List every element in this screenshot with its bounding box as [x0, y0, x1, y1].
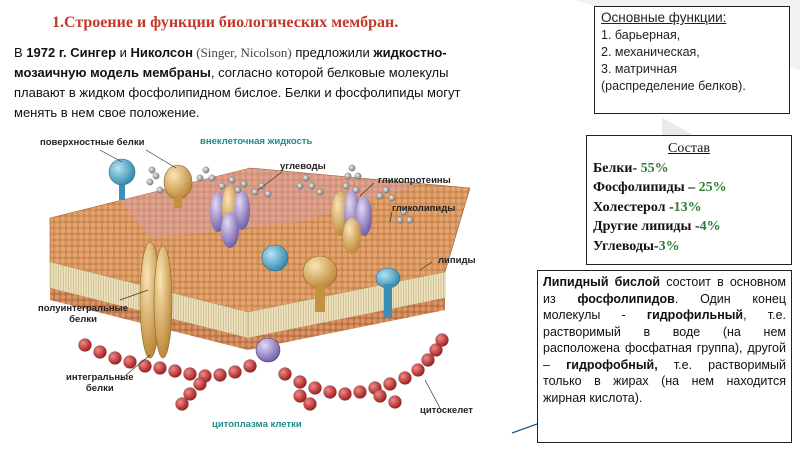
cytoskeleton-bead: [244, 360, 257, 373]
cytoskeleton-bead: [309, 382, 322, 395]
label-line: интегральные: [66, 372, 134, 383]
surface-protein-head: [164, 165, 192, 199]
label-glycoproteins: гликопротеины: [378, 175, 451, 186]
carbohydrate-bead: [153, 173, 159, 179]
carbohydrate-bead: [197, 175, 203, 181]
carbohydrate-bead: [209, 175, 215, 181]
integral-protein: [140, 242, 172, 358]
cytoskeleton-bead: [139, 360, 152, 373]
carbohydrate-bead: [149, 167, 155, 173]
cytoskeleton-bead: [176, 398, 189, 411]
cytoskeleton-bead: [384, 378, 397, 391]
leader-line: [425, 380, 440, 408]
carbohydrate-bead: [397, 217, 403, 223]
carbohydrate-bead: [353, 187, 359, 193]
peripheral-protein-blue: [262, 245, 288, 271]
carbohydrate-bead: [383, 187, 389, 193]
semi-integral-protein-stalk: [315, 284, 325, 312]
carbohydrate-bead: [309, 183, 315, 189]
carbohydrate-bead: [265, 191, 271, 197]
carbohydrate-bead: [229, 177, 235, 183]
cytoskeleton-bead: [194, 378, 207, 391]
label-cytoskeleton: цитоскелет: [420, 405, 473, 416]
cytoskeleton-bead: [169, 365, 182, 378]
carbohydrate-bead: [259, 183, 265, 189]
carbohydrate-bead: [147, 179, 153, 185]
cytoskeleton-bead: [279, 368, 292, 381]
cytoskeleton-bead: [412, 364, 425, 377]
cytoskeleton-bead: [389, 396, 402, 409]
glycoprotein-subunit: [343, 218, 361, 254]
carbohydrate-bead: [377, 193, 383, 199]
label-line: белки: [38, 314, 128, 325]
label-carbohydrates: углеводы: [280, 161, 326, 172]
cytoskeleton-bead: [79, 339, 92, 352]
cytoskeleton-bead: [124, 356, 137, 369]
cytoskeleton-bead: [304, 398, 317, 411]
cytoskeleton-bead: [399, 372, 412, 385]
carbohydrate-bead: [317, 189, 323, 195]
cytoskeleton-bead: [354, 386, 367, 399]
label-semi-integral-proteins: полуинтегральные белки: [38, 303, 128, 325]
carbohydrate-bead: [345, 173, 351, 179]
label-glycolipids: гликолипиды: [392, 203, 455, 214]
cytoskeleton-bead: [436, 334, 449, 347]
label-lipids: липиды: [438, 255, 476, 266]
carbohydrate-bead: [349, 165, 355, 171]
carbohydrate-bead: [203, 167, 209, 173]
carbohydrate-bead: [252, 189, 258, 195]
surface-protein-blue: [109, 159, 135, 200]
glycoprotein-subunit: [221, 212, 239, 248]
cytoskeleton-bead: [214, 369, 227, 382]
label-integral-proteins: интегральные белки: [66, 372, 134, 394]
cytoskeleton-bead: [229, 366, 242, 379]
cytoskeleton-bead: [184, 368, 197, 381]
leader-line: [146, 150, 176, 168]
label-cytoplasm: цитоплазма клетки: [212, 419, 302, 430]
carbohydrate-bead: [241, 181, 247, 187]
surface-protein-stalk: [174, 196, 182, 208]
carbohydrate-bead: [407, 217, 413, 223]
carbohydrate-bead: [303, 175, 309, 181]
semi-integral-protein-stalk: [384, 284, 392, 318]
cytoskeleton-bead: [154, 362, 167, 375]
label-line: белки: [66, 383, 134, 394]
label-line: полуинтегральные: [38, 303, 128, 314]
surface-protein-head: [109, 159, 135, 185]
label-extracellular-fluid: внеклеточная жидкость: [200, 136, 312, 147]
semi-integral-protein-head: [303, 256, 337, 288]
cytoskeleton-bead: [339, 388, 352, 401]
cytoskeleton-bead: [374, 390, 387, 403]
carbohydrate-bead: [219, 183, 225, 189]
cytoskeleton-bead: [324, 386, 337, 399]
cytoskeleton-bead: [294, 376, 307, 389]
integral-protein-body: [154, 246, 172, 358]
leader-line: [100, 150, 122, 162]
carbohydrate-bead: [343, 183, 349, 189]
cytoskeleton-bead: [109, 352, 122, 365]
carbohydrate-bead: [235, 187, 241, 193]
carbohydrate-bead: [355, 173, 361, 179]
carbohydrate-bead: [297, 183, 303, 189]
carbohydrate-bead: [157, 187, 163, 193]
label-surface-proteins: поверхностные белки: [40, 137, 144, 148]
cytoskeleton-bead: [94, 346, 107, 359]
cytoplasmic-protein-violet: [256, 338, 280, 362]
carbohydrate-bead: [389, 195, 395, 201]
